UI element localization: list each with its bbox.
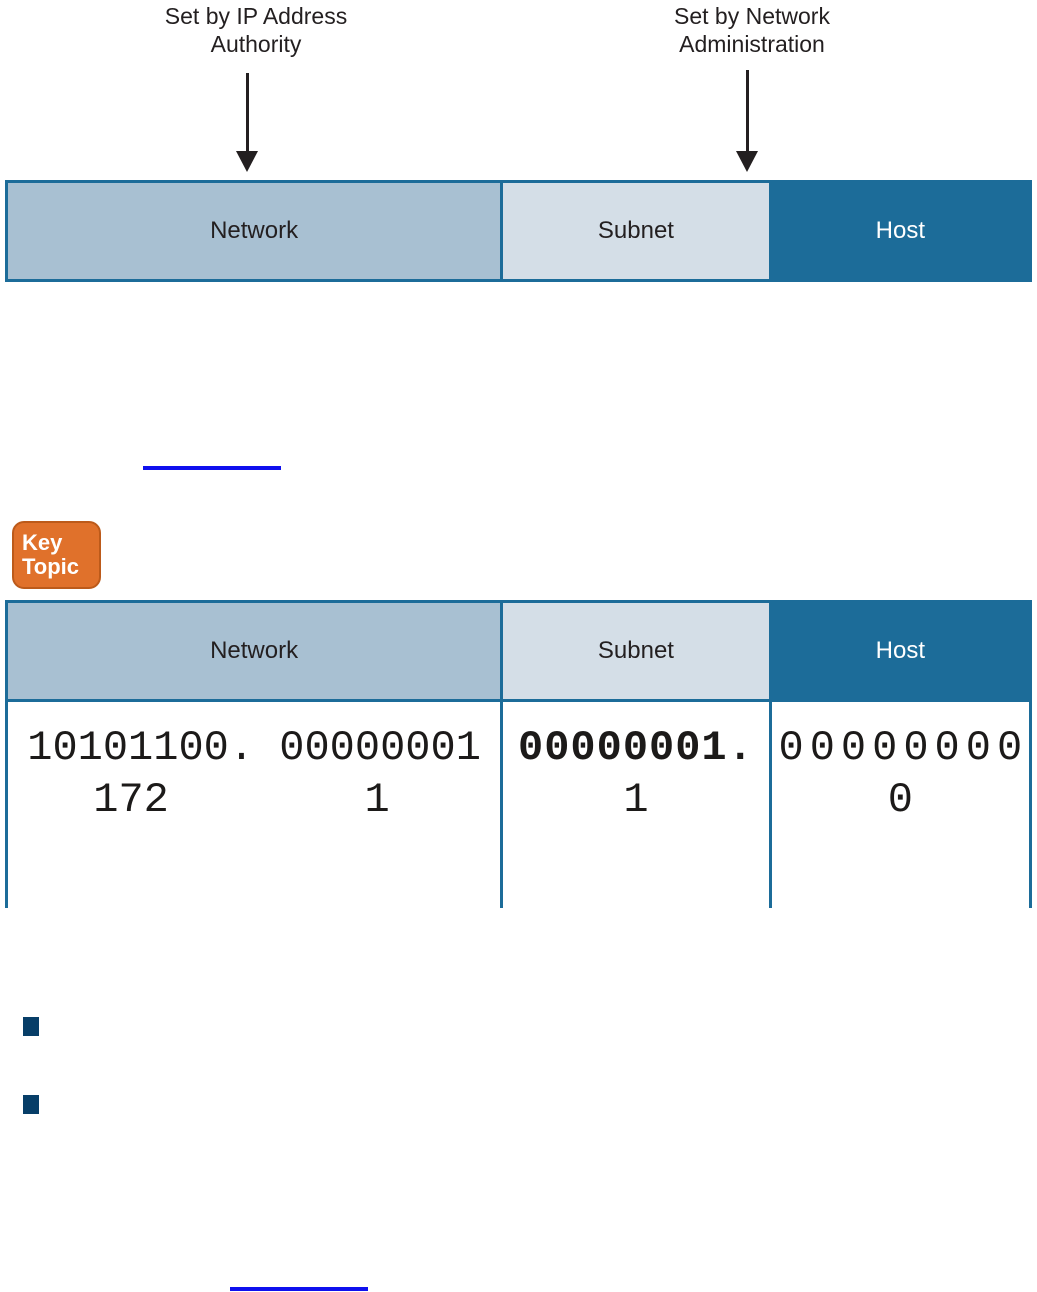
bar-segment-subnet: Subnet [503, 183, 772, 279]
host-decimal-value: 0 [887, 776, 913, 824]
host-binary-value: 00000000 [778, 724, 1029, 772]
annotation-line: Administration [679, 31, 825, 57]
down-arrow-icon [236, 151, 258, 172]
table-header-row: Network Subnet Host [8, 603, 1029, 702]
subnet-binary-value: 00000001. [518, 724, 754, 772]
down-arrow-icon [246, 73, 249, 153]
table-header-host: Host [771, 603, 1029, 699]
subnet-decimal-value: 1 [623, 776, 649, 824]
annotation-line: Set by Network [674, 3, 830, 29]
table-cell-host: 00000000 0 [771, 702, 1029, 908]
key-topic-line: Topic [22, 554, 80, 579]
bar-segment-network: Network [8, 183, 504, 279]
network-decimal-octet2: 1 [364, 776, 390, 824]
down-arrow-icon [746, 70, 749, 153]
table-body-row: 10101100. 00000001 172 1 00000001. 1 000… [8, 702, 1029, 908]
table-header-subnet: Subnet [503, 603, 772, 699]
list-bullet-icon [23, 1095, 39, 1114]
figure-reference-link[interactable] [230, 1287, 368, 1291]
table-cell-network: 10101100. 00000001 172 1 [8, 702, 504, 908]
list-bullet-icon [23, 1017, 39, 1036]
key-topic-badge-icon: Key Topic [12, 521, 101, 589]
network-binary-value: 10101100. 00000001 [27, 724, 481, 772]
key-topic-line: Key [22, 530, 63, 555]
network-decimal-values: 172 1 [8, 774, 500, 826]
bar-segment-host: Host [771, 183, 1029, 279]
down-arrow-icon [736, 151, 758, 172]
network-decimal-octet1: 172 [93, 776, 169, 824]
table-cell-subnet: 00000001. 1 [503, 702, 772, 908]
figure-reference-link[interactable] [143, 466, 281, 470]
table-header-network: Network [8, 603, 504, 699]
subnet-binary-table: Network Subnet Host 10101100. 00000001 1… [5, 600, 1032, 908]
address-fields-bar: Network Subnet Host [5, 180, 1032, 282]
annotation-network-administration: Set by Network Administration [622, 2, 882, 58]
annotation-line: Set by IP Address [164, 3, 348, 29]
annotation-line: Authority [210, 31, 302, 57]
annotation-ip-address-authority: Set by IP Address Authority [126, 2, 386, 58]
